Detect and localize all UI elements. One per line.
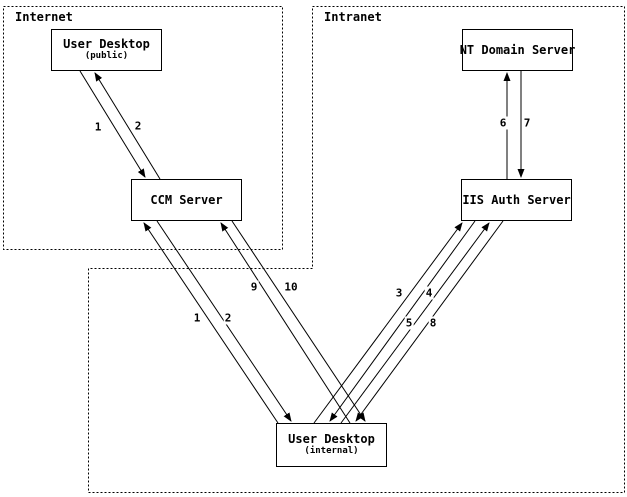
edge-line-1-public-desktop-to-ccm <box>79 70 146 178</box>
node-iis-auth-server: IIS Auth Server <box>461 179 572 221</box>
edge-line-10-ccm-to-internal-desktop <box>231 220 366 422</box>
edge-label-9-internal-to-ccm: 9 <box>249 280 259 294</box>
intranet-region-outline <box>88 6 625 493</box>
edge-label-7-nt-to-iis: 7 <box>522 116 532 130</box>
edge-label-8-iis-to-internal: 8 <box>428 316 438 330</box>
edge-label-2-ccm-to-internal: 2 <box>223 311 233 325</box>
node-title: CCM Server <box>150 192 223 207</box>
edge-label-4-iis-to-internal: 4 <box>424 286 434 300</box>
node-user-desktop-internal: User Desktop (internal) <box>276 423 387 467</box>
edge-line-4-iis-to-internal-desktop <box>329 220 476 422</box>
node-title: User Desktop <box>288 432 375 446</box>
node-user-desktop-public: User Desktop (public) <box>51 29 162 71</box>
edge-label-2-ccm-to-public: 2 <box>133 119 143 133</box>
internet-region-label: Internet <box>13 10 75 24</box>
node-title: User Desktop <box>63 37 150 51</box>
node-subtitle: (internal) <box>304 446 359 456</box>
edge-label-10-ccm-to-internal: 10 <box>283 280 299 294</box>
node-title: IIS Auth Server <box>462 192 571 207</box>
edge-label-1-internal-to-ccm: 1 <box>192 311 202 325</box>
node-ccm-server: CCM Server <box>131 179 242 221</box>
edge-line-5-internal-desktop-to-iis <box>340 222 490 424</box>
internet-region-outline <box>3 6 283 250</box>
edge-label-1-public-to-ccm: 1 <box>93 120 103 134</box>
edge-line-3-internal-desktop-to-iis <box>313 222 463 424</box>
edge-label-3-internal-to-iis: 3 <box>394 286 404 300</box>
edge-line-1-internal-desktop-to-ccm <box>143 222 279 424</box>
edge-line-2-ccm-to-public-desktop <box>94 72 161 180</box>
edge-line-9-internal-desktop-to-ccm <box>220 222 351 424</box>
edge-label-5-internal-to-iis: 5 <box>404 316 414 330</box>
node-subtitle: (public) <box>84 51 129 61</box>
intranet-region-label: Intranet <box>322 10 384 24</box>
node-title: NT Domain Server <box>459 42 576 57</box>
edge-label-6-iis-to-nt: 6 <box>498 116 508 130</box>
node-nt-domain-server: NT Domain Server <box>459 29 576 71</box>
